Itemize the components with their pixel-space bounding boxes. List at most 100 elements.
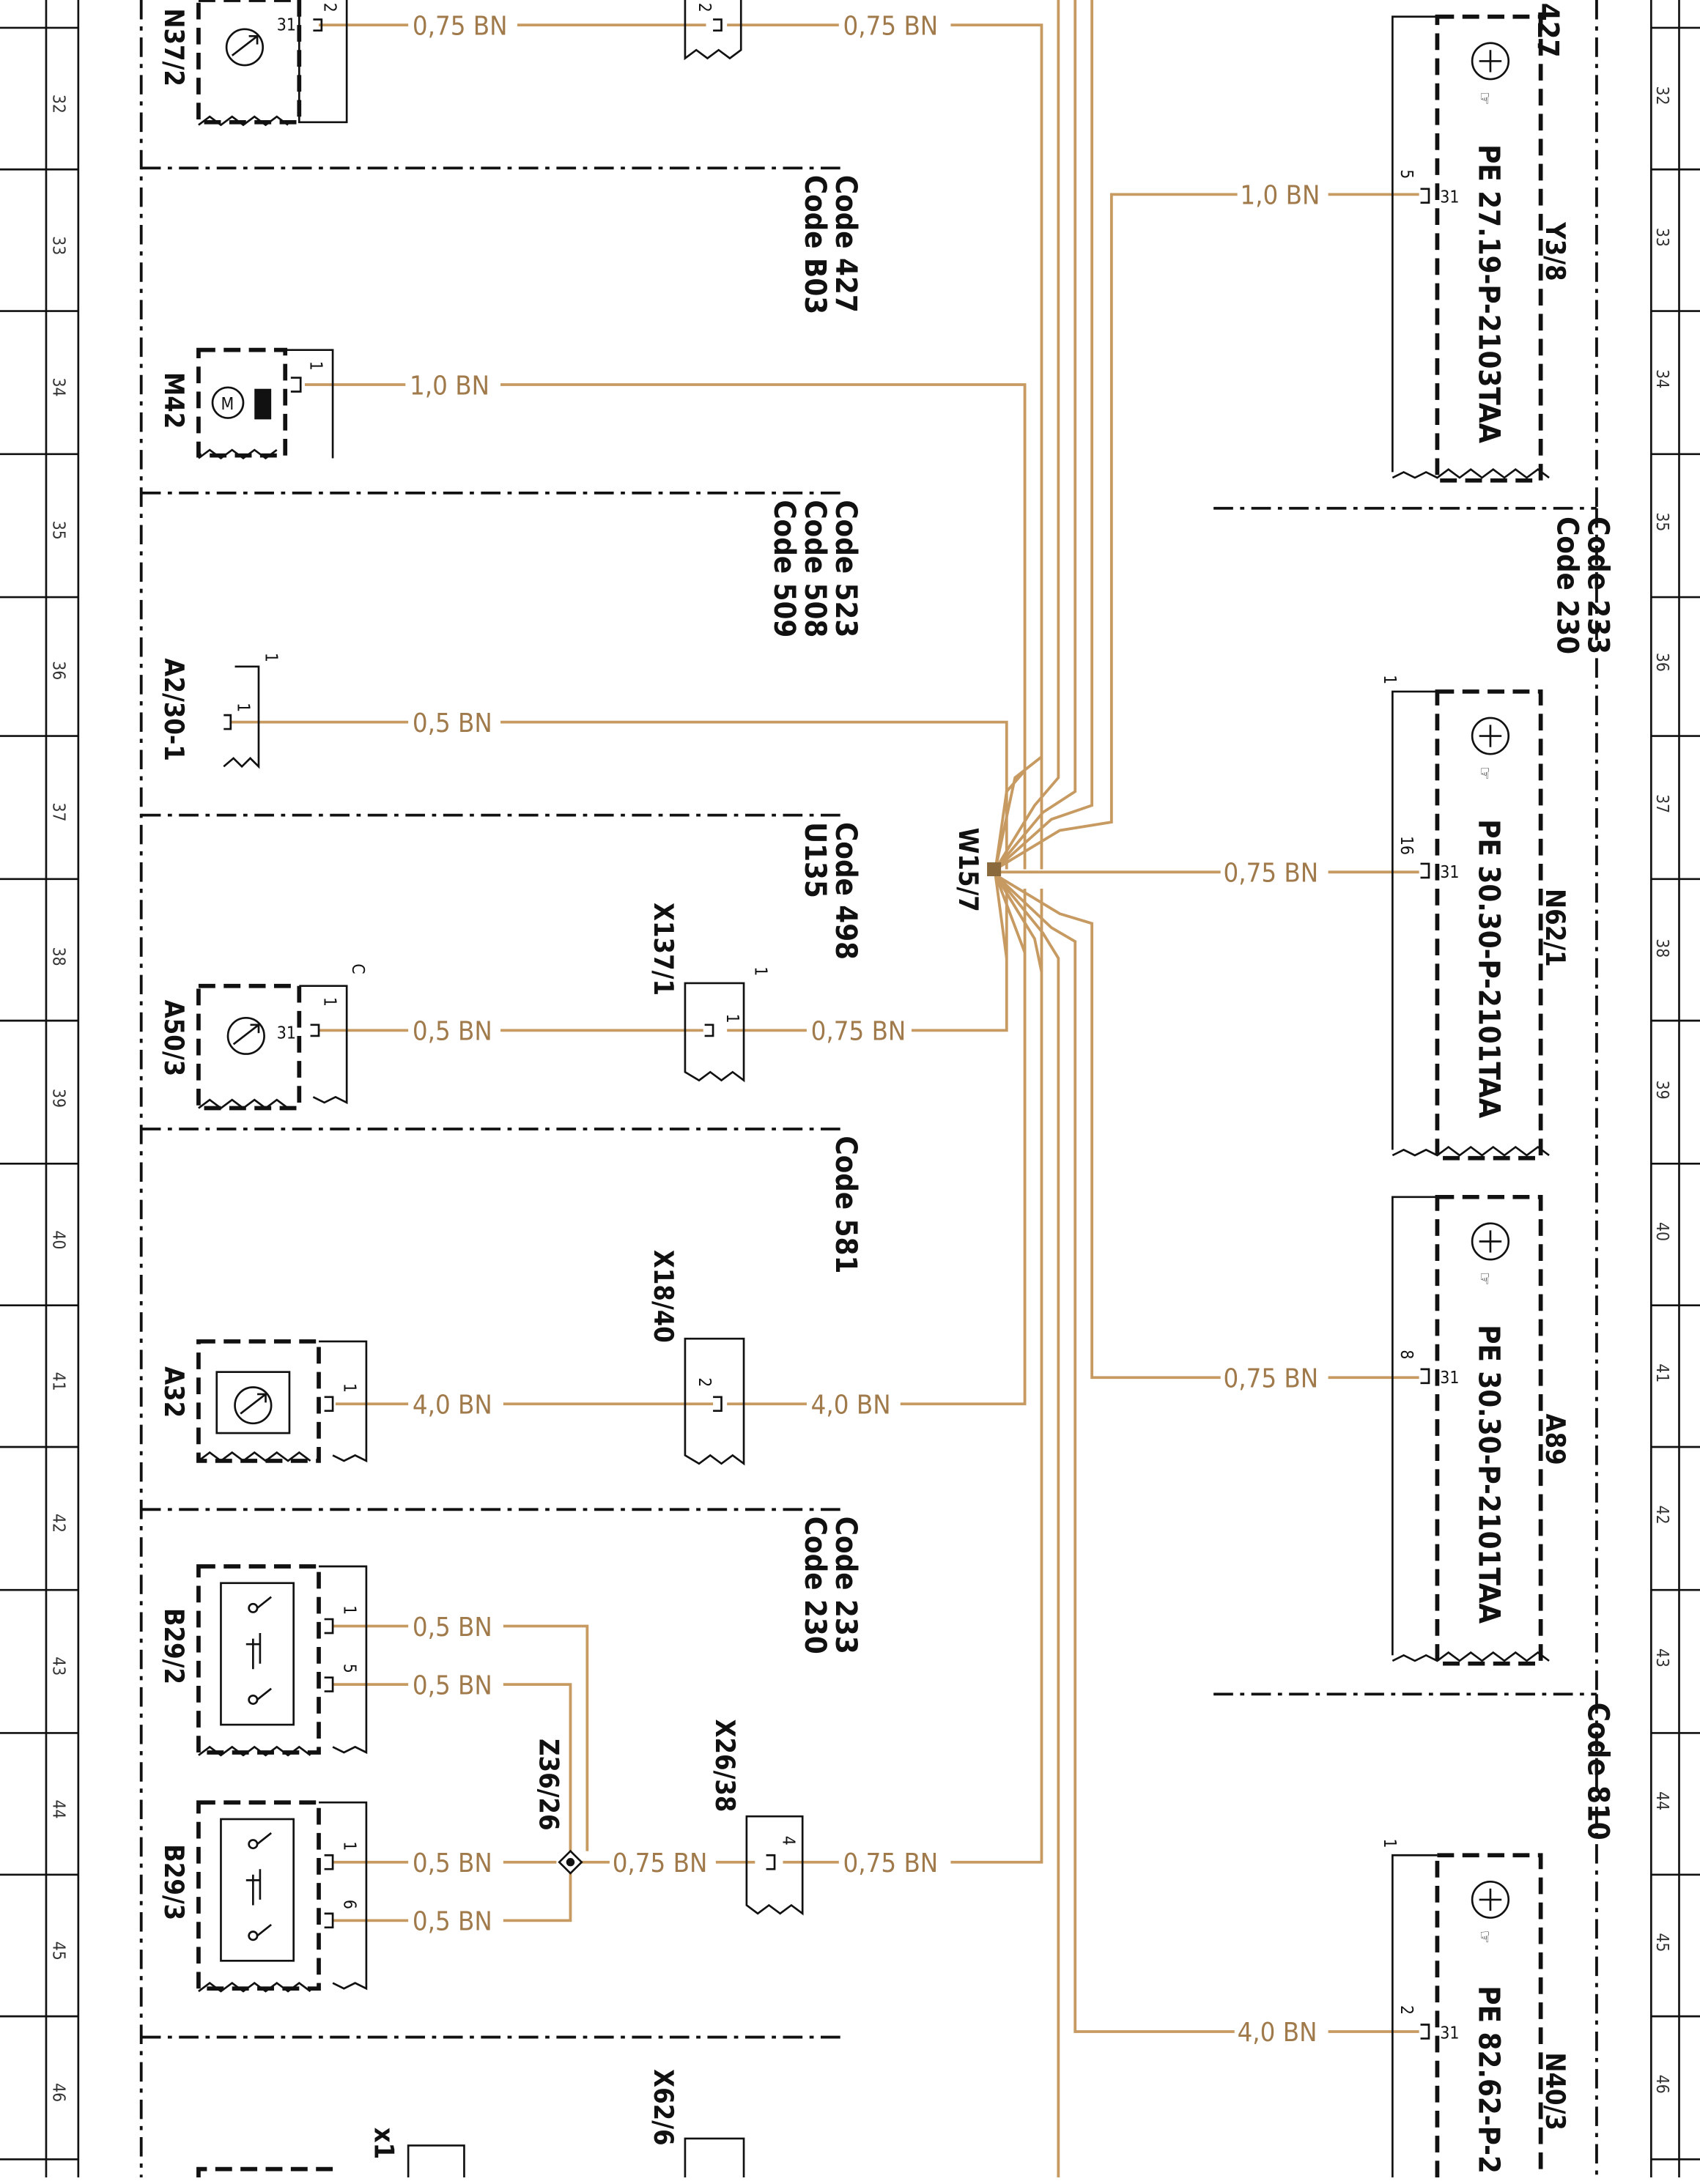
row-numbers-left: 32 33 34 35 36 37 38 39 40 41 42 43 44 4… xyxy=(48,95,67,2102)
splice-z36-26: Z36/26 xyxy=(533,1739,583,1875)
wires xyxy=(230,0,1419,2177)
pin-label: 1 xyxy=(339,1605,358,1615)
code-label-group2: Code 523Code 508Code 509 xyxy=(767,500,862,637)
component-n40-3: ☞ 1 2 31 PE 82.62-P-2 N40/3 xyxy=(1380,1839,1571,2184)
row-number: 36 xyxy=(48,661,67,680)
ground-hand-icon: ☞ xyxy=(1475,1272,1494,1285)
pin-label: 1 xyxy=(339,1841,358,1851)
component-n37-2: 31 2 N37/2 xyxy=(158,0,348,127)
connector-x26-38: 4 X26/38 xyxy=(709,1720,804,1916)
splice-label-z36-26: Z36/26 xyxy=(533,1739,564,1830)
pin-label: 4 xyxy=(778,1836,797,1846)
pin-label: 31 xyxy=(277,1024,296,1043)
ground-hand-icon: ☞ xyxy=(1475,766,1494,780)
component-label-n62-1: N62/1 xyxy=(1540,889,1571,967)
wire-label: 0,75 BN xyxy=(1223,1363,1318,1394)
connector-label-x62-6: X62/6 xyxy=(648,2069,679,2145)
wire-label: 0,75 BN xyxy=(811,1015,906,1047)
left-grid-strip xyxy=(0,0,80,2177)
row-number: 34 xyxy=(1652,369,1671,388)
row-number: 35 xyxy=(1652,512,1671,531)
wire-label: 0,5 BN xyxy=(413,1906,492,1937)
row-number: 45 xyxy=(1652,1933,1671,1952)
connector-x137-1: 1 1 X137/1 xyxy=(648,903,769,1083)
ground-hand-icon: ☞ xyxy=(1475,92,1494,105)
component-b29-3: 1 6 B29/3 xyxy=(158,1800,368,1993)
wire-label: 4,0 BN xyxy=(811,1389,891,1421)
component-n62-1: ☞ 1 16 31 PE 30.30-P-2101TAA N62/1 xyxy=(1380,675,1571,1161)
pin-label: 2 xyxy=(320,3,339,12)
component-label-a32: A32 xyxy=(158,1366,190,1418)
component-label-y3-8: Y3/8 xyxy=(1540,221,1571,281)
wire-label: 0,5 BN xyxy=(413,1670,492,1701)
component-a50-3: 31 1 C A50/3 xyxy=(158,963,367,1111)
row-number: 32 xyxy=(48,95,67,114)
connector-label-x26-38: X26/38 xyxy=(709,1720,741,1813)
row-number: 42 xyxy=(1652,1506,1671,1525)
pin-label: 5 xyxy=(339,1664,358,1673)
component-a2-30-1: 1 1 A2/30-1 xyxy=(158,653,281,769)
code-labels: 427 Code 427Code B03 Code 523Code 508Cod… xyxy=(767,3,1615,1840)
wire-label: 0,5 BN xyxy=(413,1015,492,1047)
pin-label: 31 xyxy=(1440,188,1459,207)
row-number: 38 xyxy=(48,947,67,966)
connector-label-x137-1: X137/1 xyxy=(648,903,679,996)
left-group-boundaries xyxy=(139,0,846,2177)
wire-label: 1,0 BN xyxy=(1240,179,1320,211)
pin-label: 31 xyxy=(277,16,296,35)
motor-block-icon xyxy=(254,388,272,420)
pin-label: 1 xyxy=(750,966,769,976)
pin-label: 1 xyxy=(1380,675,1399,684)
code-label-right2: Code 810 xyxy=(1581,1703,1614,1840)
connector-x18-40: 2 X18/40 xyxy=(648,1250,745,1466)
motor-m-symbol: M xyxy=(221,395,234,414)
row-number: 43 xyxy=(48,1656,67,1676)
component-label-a50-3: A50/3 xyxy=(158,1000,190,1077)
component-m42: M 1 M42 xyxy=(158,347,334,460)
connector-label-x18-40: X18/40 xyxy=(648,1250,679,1343)
row-number: 44 xyxy=(1652,1791,1671,1810)
row-number: 45 xyxy=(48,1941,67,1961)
row-number: 36 xyxy=(1652,653,1671,672)
wire-label: 4,0 BN xyxy=(413,1389,492,1421)
connector-top: 2 xyxy=(684,0,742,61)
code-label-group1: Code 427Code B03 xyxy=(798,175,862,314)
pin-label: 8 xyxy=(1397,1350,1416,1359)
row-number: 40 xyxy=(1652,1222,1671,1241)
component-y3-8: ☞ 5 31 PE 27.19-P-2103TAA Y3/8 xyxy=(1392,14,1571,483)
row-number: 35 xyxy=(48,521,67,540)
row-number: 41 xyxy=(48,1372,67,1391)
component-label-m42: M42 xyxy=(158,372,190,429)
component-label-n40-3: N40/3 xyxy=(1540,2052,1571,2131)
code-427-top: 427 xyxy=(1531,3,1564,58)
row-number: 44 xyxy=(48,1799,67,1818)
wire-labels: 0,75 BN 0,75 BN 1,0 BN 0,5 BN 0,5 BN 0,7… xyxy=(410,10,1320,2048)
pin-label: 31 xyxy=(1440,1369,1459,1388)
row-number: 43 xyxy=(1652,1648,1671,1667)
component-label-b29-3: B29/3 xyxy=(158,1844,190,1920)
component-label-n37-2: N37/2 xyxy=(158,8,190,86)
wire-label: 0,75 BN xyxy=(613,1847,708,1878)
ground-ref-y3-8: PE 27.19-P-2103TAA xyxy=(1472,144,1506,443)
wire-label: 0,75 BN xyxy=(843,10,939,41)
row-number: 33 xyxy=(1652,228,1671,247)
row-numbers-right: 32 33 34 35 36 37 38 39 40 41 42 43 44 4… xyxy=(1652,86,1671,2094)
code-label-group3: Code 498U135 xyxy=(798,822,862,960)
pin-label: 6 xyxy=(339,1900,358,1909)
component-label-x1: x1 xyxy=(368,2128,399,2159)
row-number: 46 xyxy=(1652,2075,1671,2094)
code-label-group5: Code 233Code 230 xyxy=(798,1517,862,1654)
pin-label: C xyxy=(348,963,367,974)
wire-label: 0,75 BN xyxy=(413,10,508,41)
pin-label: 1 xyxy=(1380,1839,1399,1848)
row-number: 39 xyxy=(1652,1081,1671,1100)
ground-hand-icon: ☞ xyxy=(1475,1931,1494,1944)
component-label-a2-30-1: A2/30-1 xyxy=(158,658,190,761)
row-number: 32 xyxy=(1652,86,1671,106)
pin-label: 2 xyxy=(695,3,714,12)
pin-label: 1 xyxy=(320,997,339,1007)
row-number: 34 xyxy=(48,378,67,397)
pin-label: 2 xyxy=(695,1377,714,1387)
ground-ref-a89: PE 30.30-P-2101TAA xyxy=(1472,1325,1506,1624)
right-grid-strip xyxy=(1650,0,1700,2177)
